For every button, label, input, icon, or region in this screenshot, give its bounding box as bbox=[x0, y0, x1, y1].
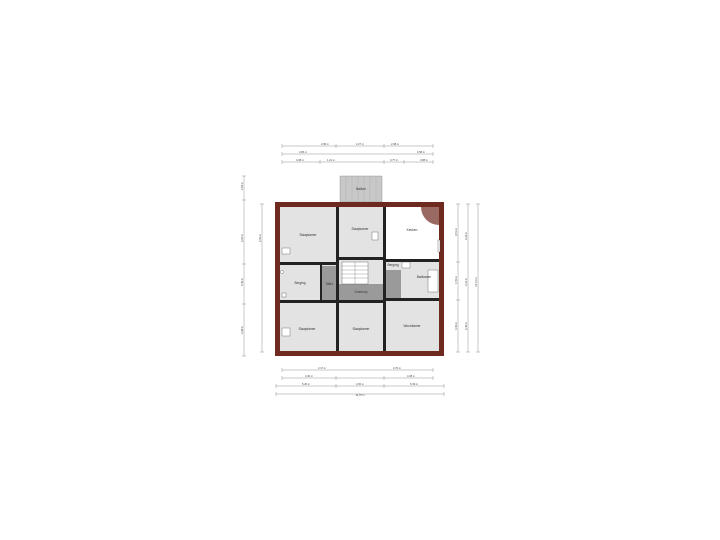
right-dimensions: 3,51 m 1,53 m 3,33 m 4,24 m 2,31 m 4,44 … bbox=[454, 203, 480, 353]
dim-top2-a: 3,80 m bbox=[299, 150, 307, 154]
dim-bottom3-c: 5,39 m bbox=[410, 382, 418, 386]
room-storage bbox=[280, 266, 320, 300]
label-hall: Overloop bbox=[355, 290, 368, 294]
dim-left-b: 4,02 m bbox=[240, 234, 244, 242]
dim-right-e: 3,33 m bbox=[454, 322, 458, 330]
label-bedroom-nw: Slaapkamer bbox=[299, 233, 317, 237]
dim-bottom1-a: 2,17 m bbox=[318, 366, 326, 370]
label-kitchen: Keuken bbox=[407, 228, 418, 232]
dim-bottom2-b: 4,08 m bbox=[407, 374, 415, 378]
sink bbox=[401, 261, 411, 269]
room-living bbox=[386, 301, 439, 351]
dim-top3-b: 1,21 m bbox=[327, 158, 335, 162]
room-bedroom-sw bbox=[280, 303, 336, 351]
label-bedroom-sw: Slaapkamer bbox=[298, 327, 316, 331]
label-living: Woonkamer bbox=[403, 324, 421, 328]
dim-bottom-total: 14,75 m bbox=[355, 393, 364, 397]
dim-left-a: 2,64 m bbox=[240, 182, 244, 190]
dim-right-b: 4,24 m bbox=[464, 232, 468, 240]
label-balcony: Balkon bbox=[356, 187, 366, 191]
bedroom-sw-fixture bbox=[281, 327, 291, 337]
dim-right-a: 3,51 m bbox=[454, 228, 458, 236]
dim-top2-b: 3,58 m bbox=[417, 150, 425, 154]
label-bedroom-n: Slaapkamer bbox=[351, 227, 369, 231]
dim-bottom1-b: 3,70 m bbox=[393, 366, 401, 370]
dim-bottom2-a: 4,30 m bbox=[305, 374, 313, 378]
kitchen-corner bbox=[421, 207, 439, 225]
dim-top3-c: 0,77 m bbox=[390, 158, 398, 162]
top-dimensions: 2,96 m 2,27 m 2,98 m 3,80 m 3,58 m 4,08 … bbox=[281, 142, 434, 164]
kitchen-window bbox=[437, 239, 441, 253]
label-storage: Berging bbox=[295, 281, 306, 285]
dim-left-e: 4,52 m bbox=[258, 234, 262, 242]
dim-right-d: 2,31 m bbox=[464, 278, 468, 286]
closet-n bbox=[371, 231, 379, 241]
label-bathroom: Badkamer bbox=[417, 275, 432, 279]
dim-top3-d: 3,88 m bbox=[420, 158, 428, 162]
interior-walls bbox=[280, 207, 439, 351]
bottom-dimensions: 2,17 m 3,70 m 4,30 m 4,08 m 5,26 m 3,60 … bbox=[275, 366, 445, 397]
label-utility: Berging bbox=[388, 263, 399, 267]
bathtub bbox=[427, 269, 439, 293]
label-bedroom-s: Slaapkamer bbox=[352, 327, 370, 331]
hall-center bbox=[339, 284, 383, 300]
dim-bottom3-b: 3,60 m bbox=[356, 382, 364, 386]
dim-left-c: 5,39 m bbox=[240, 278, 244, 286]
storage-fixture bbox=[281, 292, 287, 298]
bedroom-fixture bbox=[281, 247, 291, 255]
dim-top3-a: 4,08 m bbox=[296, 158, 304, 162]
dim-bottom3-a: 5,26 m bbox=[302, 382, 310, 386]
hall-east bbox=[385, 270, 401, 300]
dim-right-g: 4,44 m bbox=[464, 322, 468, 330]
hall-west bbox=[322, 266, 336, 300]
dim-top1-a: 2,96 m bbox=[321, 142, 329, 146]
dim-left-d: 3,28 m bbox=[240, 326, 244, 334]
dim-top1-b: 2,27 m bbox=[356, 142, 364, 146]
toilet-fixture bbox=[280, 270, 284, 274]
dim-right-total: 10,75 m bbox=[474, 277, 478, 286]
dim-right-c: 1,53 m bbox=[454, 276, 458, 284]
label-toilet: Toilet bbox=[325, 282, 333, 286]
balcony bbox=[339, 175, 383, 203]
dim-top1-c: 2,98 m bbox=[391, 142, 399, 146]
left-dimensions: 2,64 m 4,02 m 5,39 m 3,28 m 4,52 m bbox=[240, 175, 264, 357]
room-bedroom-s bbox=[339, 303, 383, 351]
